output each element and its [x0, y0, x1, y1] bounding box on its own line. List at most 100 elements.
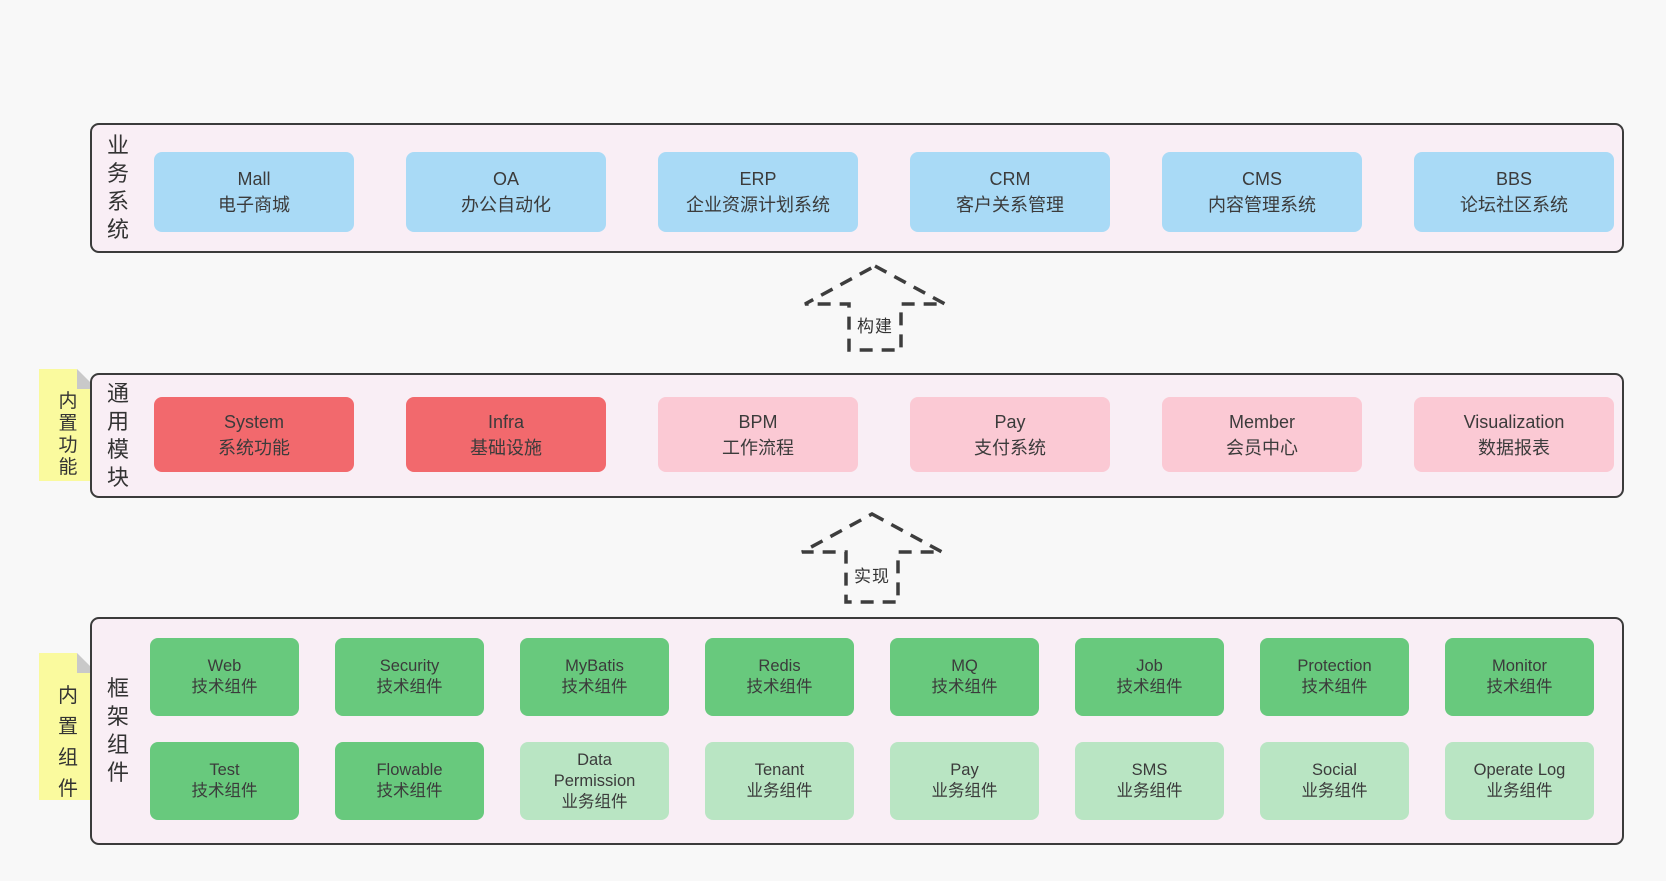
box-title-zh: 数据报表	[1478, 437, 1550, 458]
implement-arrow: 实现	[792, 506, 952, 606]
box-title-zh: 技术组件	[191, 678, 258, 696]
box-title-en: Social	[1312, 761, 1357, 779]
box-pay-component: Pay 业务组件	[890, 742, 1039, 820]
box-pay: Pay 支付系统	[910, 397, 1110, 472]
box-monitor: Monitor 技术组件	[1445, 638, 1594, 716]
box-erp: ERP 企业资源计划系统	[658, 152, 858, 232]
box-title-en: Protection	[1297, 657, 1372, 675]
box-title-zh: 技术组件	[191, 782, 258, 800]
box-web: Web 技术组件	[150, 638, 299, 716]
box-title-zh: 技术组件	[561, 678, 628, 696]
box-title-zh: 工作流程	[722, 437, 794, 458]
box-title-en: BPM	[738, 411, 778, 432]
box-title-en: Data Permission	[553, 750, 636, 790]
box-title-en: Flowable	[376, 761, 443, 779]
dashed-up-arrow-icon	[801, 512, 943, 604]
components-row-1: Web 技术组件 Security 技术组件 MyBatis 技术组件 Redi…	[150, 638, 1594, 716]
box-data-permission: Data Permission 业务组件	[520, 742, 669, 820]
box-title-zh: 技术组件	[1301, 678, 1368, 696]
dashed-up-arrow-icon	[804, 264, 946, 352]
box-title-en: Redis	[758, 657, 801, 675]
box-title-en: SMS	[1131, 761, 1168, 779]
box-mybatis: MyBatis 技术组件	[520, 638, 669, 716]
box-mall: Mall 电子商城	[154, 152, 354, 232]
box-flowable: Flowable 技术组件	[335, 742, 484, 820]
modules-row: System 系统功能 Infra 基础设施 BPM 工作流程 Pay 支付系统…	[154, 397, 1614, 472]
implement-arrow-label: 实现	[851, 562, 893, 587]
box-title-zh: 技术组件	[376, 678, 443, 696]
box-operate-log: Operate Log 业务组件	[1445, 742, 1594, 820]
box-crm: CRM 客户关系管理	[910, 152, 1110, 232]
framework-components-layer: 框架组件 Web 技术组件 Security 技术组件 MyBatis 技术组件…	[90, 617, 1624, 845]
box-infra: Infra 基础设施	[406, 397, 606, 472]
box-title-zh: 论坛社区系统	[1460, 195, 1568, 215]
box-title-zh: 客户关系管理	[956, 195, 1064, 215]
box-security: Security 技术组件	[335, 638, 484, 716]
box-bpm: BPM 工作流程	[658, 397, 858, 472]
box-title-zh: 企业资源计划系统	[686, 195, 830, 215]
box-title-zh: 电子商城	[218, 195, 290, 215]
layer-label-business: 业务系统	[106, 133, 129, 242]
layer-label-modules: 通用模块	[106, 380, 129, 490]
box-title-en: BBS	[1495, 169, 1533, 189]
box-title-en: Job	[1136, 657, 1163, 675]
box-title-en: System	[223, 411, 284, 432]
box-cms: CMS 内容管理系统	[1162, 152, 1362, 232]
box-oa: OA 办公自动化	[406, 152, 606, 232]
box-title-zh: 会员中心	[1226, 437, 1298, 458]
box-test: Test 技术组件	[150, 742, 299, 820]
box-title-zh: 技术组件	[931, 678, 998, 696]
box-title-en: Operate Log	[1473, 761, 1566, 779]
box-title-en: Web	[207, 657, 242, 675]
box-title-en: Test	[209, 761, 240, 779]
layer-label-components: 框架组件	[106, 676, 129, 785]
business-systems-layer: 业务系统 Mall 电子商城 OA 办公自动化 ERP 企业资源计划系统 CRM…	[90, 123, 1624, 253]
box-title-en: MQ	[951, 657, 978, 675]
box-title-zh: 技术组件	[746, 678, 813, 696]
box-title-en: Visualization	[1463, 411, 1565, 432]
box-title-zh: 基础设施	[470, 437, 542, 458]
box-title-zh: 业务组件	[1301, 782, 1368, 800]
box-sms: SMS 业务组件	[1075, 742, 1224, 820]
box-title-en: Pay	[994, 411, 1026, 432]
sticky-note-built-in-components: 内置组件	[39, 653, 97, 800]
box-title-zh: 技术组件	[1116, 678, 1183, 696]
box-title-zh: 技术组件	[376, 782, 443, 800]
box-tenant: Tenant 业务组件	[705, 742, 854, 820]
box-title-zh: 内容管理系统	[1208, 195, 1316, 215]
box-title-en: Security	[379, 657, 440, 675]
box-title-zh: 技术组件	[1486, 678, 1553, 696]
box-title-en: ERP	[739, 169, 777, 189]
box-social: Social 业务组件	[1260, 742, 1409, 820]
box-title-en: MyBatis	[565, 657, 624, 675]
box-title-en: CMS	[1242, 169, 1282, 189]
components-row-2: Test 技术组件 Flowable 技术组件 Data Permission …	[150, 742, 1594, 820]
box-visualization: Visualization 数据报表	[1414, 397, 1614, 472]
box-title-zh: 系统功能	[218, 437, 290, 458]
box-bbs: BBS 论坛社区系统	[1414, 152, 1614, 232]
box-redis: Redis 技术组件	[705, 638, 854, 716]
box-title-zh: 业务组件	[1116, 782, 1183, 800]
box-system: System 系统功能	[154, 397, 354, 472]
box-title-en: Tenant	[754, 761, 805, 779]
box-title-zh: 支付系统	[974, 437, 1046, 458]
build-arrow: 构建	[795, 258, 955, 354]
box-title-en: Infra	[487, 411, 525, 432]
box-title-en: Pay	[950, 761, 979, 779]
box-title-zh: 业务组件	[746, 782, 813, 800]
common-modules-layer: 通用模块 System 系统功能 Infra 基础设施 BPM 工作流程 Pay…	[90, 373, 1624, 498]
box-title-en: Monitor	[1491, 657, 1548, 675]
box-protection: Protection 技术组件	[1260, 638, 1409, 716]
box-title-zh: 业务组件	[1486, 782, 1553, 800]
sticky-note-label: 内置组件	[58, 685, 78, 800]
business-row: Mall 电子商城 OA 办公自动化 ERP 企业资源计划系统 CRM 客户关系…	[154, 152, 1614, 232]
box-mq: MQ 技术组件	[890, 638, 1039, 716]
sticky-note-built-in-features: 内置功能	[39, 369, 97, 481]
box-title-zh: 办公自动化	[461, 195, 551, 215]
box-title-zh: 业务组件	[931, 782, 998, 800]
build-arrow-label: 构建	[854, 312, 896, 337]
box-title-zh: 业务组件	[561, 792, 628, 811]
box-title-en: Member	[1228, 411, 1295, 432]
box-title-en: OA	[492, 169, 519, 189]
